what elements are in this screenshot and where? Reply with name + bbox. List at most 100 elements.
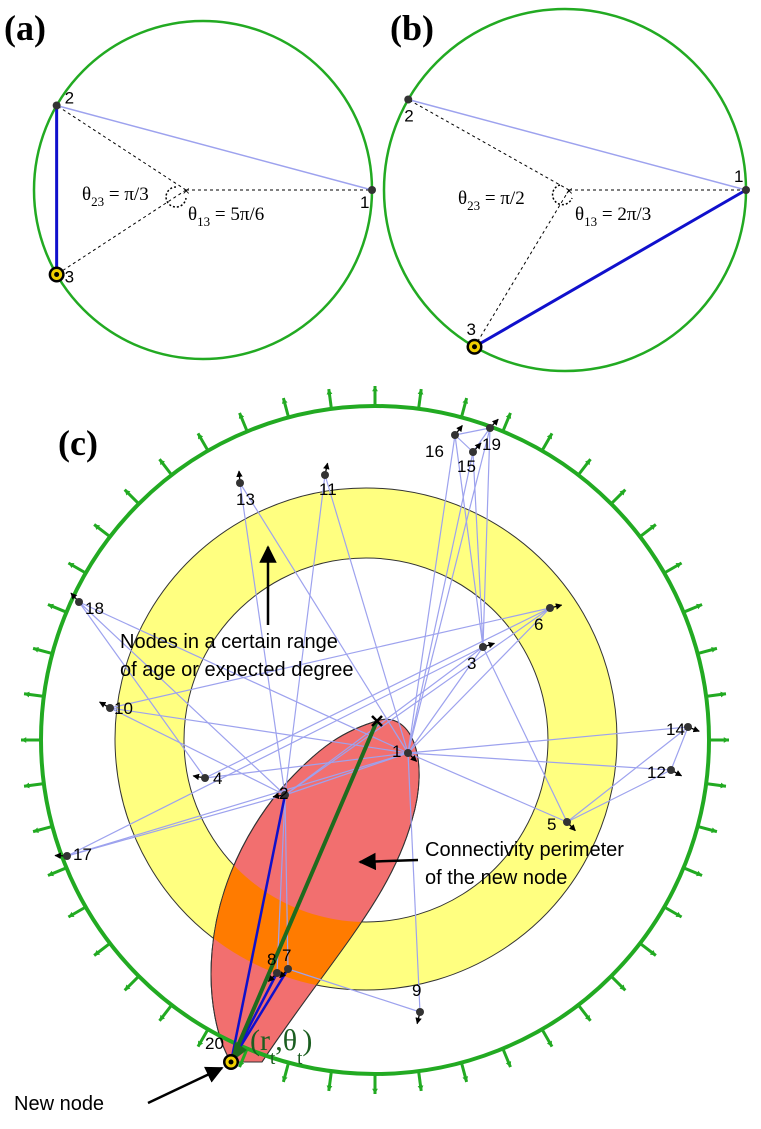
- panel-a-links: [55, 104, 373, 275]
- expansion-arrows: [21, 386, 729, 1094]
- link-1-9: [407, 752, 421, 1013]
- panel-a-angle-rays: ×: [56, 105, 372, 275]
- node-7: [284, 965, 292, 973]
- angle-ray-2: [56, 105, 187, 191]
- node-label-15: 15: [457, 457, 476, 476]
- node-label-4: 4: [213, 769, 222, 788]
- link-3-15: [472, 451, 484, 648]
- expansion-arrowhead: [720, 691, 726, 698]
- expansion-arrowhead: [24, 691, 30, 698]
- link-2-10: [109, 707, 286, 796]
- expansion-arrowhead: [417, 1085, 424, 1091]
- expansion-arrowhead: [619, 984, 626, 991]
- connectivity-perimeter-outline: [210, 718, 420, 1063]
- expansion-arrowhead: [372, 386, 378, 392]
- expansion-arrowhead: [505, 412, 512, 419]
- band-annotation-line2: of age or expected degree: [120, 659, 354, 681]
- expansion-arrowhead: [281, 398, 288, 404]
- link-1-4: [204, 752, 409, 779]
- expansion-arrowhead: [33, 827, 39, 834]
- expansion-arrowhead: [94, 950, 101, 956]
- node-15: [469, 448, 477, 456]
- expansion-arrowhead: [720, 782, 726, 789]
- link-16-19: [454, 427, 491, 436]
- node-3: [479, 643, 487, 651]
- node-label-1: 1: [360, 193, 369, 212]
- node-17: [63, 852, 71, 860]
- expansion-arrowhead: [281, 1076, 288, 1082]
- node-label-5: 5: [547, 815, 556, 834]
- panel-c-links: [66, 427, 689, 1013]
- expansion-arrowhead: [21, 737, 27, 743]
- expansion-arrowhead: [462, 1076, 469, 1082]
- expansion-arrowhead: [68, 563, 75, 569]
- panel-c-new-links: [229, 720, 379, 1063]
- expansion-arrowhead: [47, 870, 54, 877]
- node-label-6: 6: [534, 615, 543, 634]
- panel-b-nodes: 123: [404, 95, 750, 355]
- expansion-arrowhead: [159, 459, 165, 466]
- node-12: [667, 766, 675, 774]
- node-label-3: 3: [467, 320, 476, 339]
- band-annotation-line1: Nodes in a certain range: [120, 631, 338, 653]
- link-2-13: [239, 482, 286, 796]
- new-link-20-x: [229, 720, 379, 1063]
- node-2: [52, 101, 61, 110]
- expansion-arrowhead: [24, 782, 30, 789]
- link-2-8: [276, 794, 286, 974]
- link-3-19: [482, 427, 491, 648]
- link-1-11: [324, 474, 409, 754]
- expansion-arrowhead: [33, 646, 39, 653]
- link-2-17: [66, 794, 286, 857]
- angle-ray-3: [56, 189, 187, 275]
- node-19: [486, 424, 494, 432]
- perimeter-annotation-line1: Connectivity perimeter: [425, 839, 624, 861]
- link-17-3: [66, 646, 484, 857]
- node-11: [321, 471, 329, 479]
- perimeter-annotation-arrow: [358, 852, 419, 871]
- perimeter-annotation-line2: of the new node: [425, 867, 567, 889]
- link-1-17: [66, 752, 409, 857]
- new-node-label: 20: [205, 1034, 224, 1053]
- center-cross: ×: [182, 186, 190, 197]
- node-label-18: 18: [85, 599, 104, 618]
- expansion-arrowhead: [649, 950, 656, 956]
- panel-a-nodes: 1 2 3: [48, 89, 376, 287]
- node-label-11: 11: [319, 480, 337, 499]
- panel-b-links: [408, 98, 747, 349]
- panel-c-letter: (c): [58, 423, 98, 463]
- node-13: [236, 479, 244, 487]
- panel-b-angle-rays: ×: [408, 99, 746, 348]
- node-label-1: 1: [392, 742, 401, 761]
- node-5: [563, 818, 571, 826]
- node-label-2: 2: [65, 89, 74, 108]
- panel-b-theta13-label: θ13 = 2π/3: [575, 204, 651, 229]
- panel-a-angle-arc: [165, 186, 187, 208]
- expansion-arrowhead: [696, 603, 703, 610]
- node-6: [546, 604, 554, 612]
- panel-b: (b) × 123 θ23 = π/2 θ13 = 2π/3: [382, 7, 750, 373]
- node-label-1: 1: [734, 167, 743, 186]
- link-2-3: [284, 646, 484, 796]
- link-1-2: [284, 752, 409, 796]
- node-2: [281, 791, 289, 799]
- expansion-arrowhead: [619, 489, 626, 496]
- node-label-10: 10: [114, 699, 133, 718]
- node-1: [404, 749, 412, 757]
- node-label-3: 3: [65, 268, 74, 287]
- new-link-20-2: [229, 794, 287, 1063]
- link-2-18: [78, 601, 286, 796]
- panel-a-letter: (a): [4, 8, 46, 48]
- expansion-arrowhead: [238, 1061, 245, 1068]
- expansion-arrowhead: [675, 563, 682, 569]
- node-label-3: 3: [467, 654, 476, 673]
- link-6-10: [109, 607, 551, 709]
- expansion-arrowhead: [159, 1014, 165, 1021]
- new-node-core: [228, 1059, 234, 1065]
- expansion-arrowhead: [124, 984, 131, 991]
- node-label-9: 9: [412, 981, 421, 1000]
- expansion-arrowhead: [68, 911, 75, 917]
